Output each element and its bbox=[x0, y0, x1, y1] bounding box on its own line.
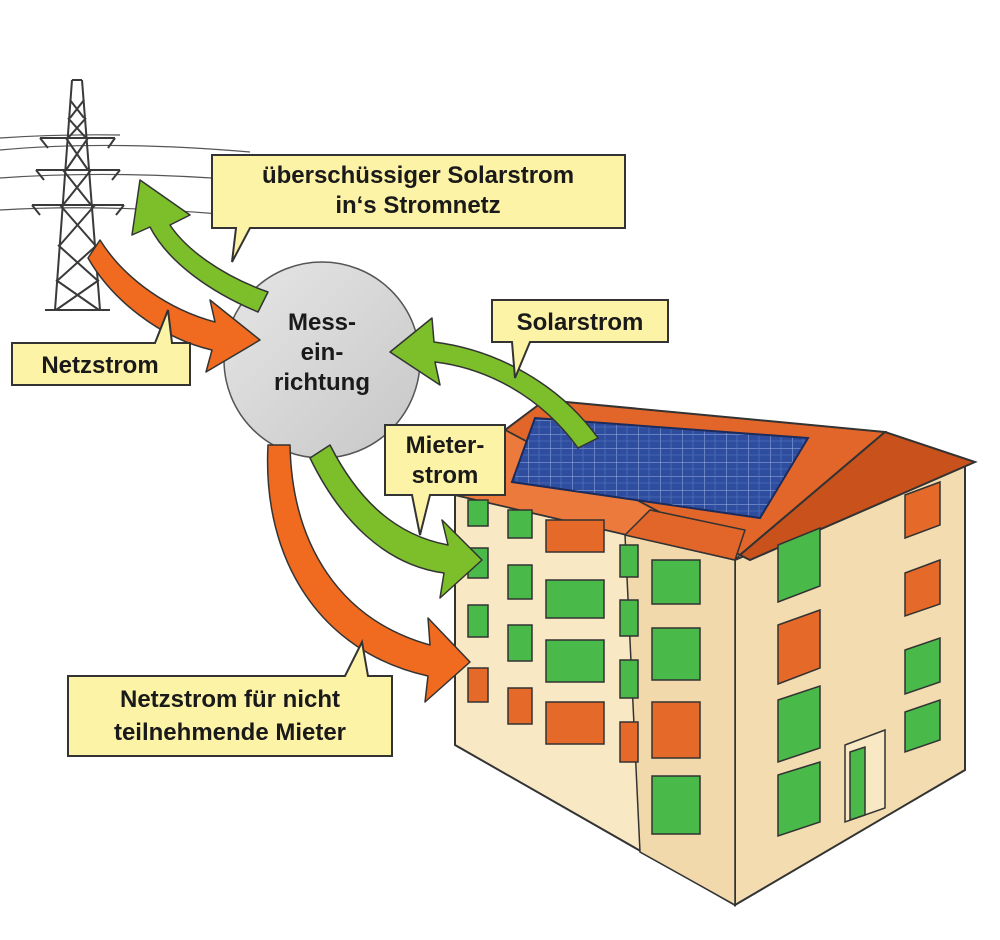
power-lines bbox=[0, 134, 251, 215]
side-windows bbox=[777, 480, 941, 838]
nonparticipant-power-arrow bbox=[266, 444, 471, 703]
surplus-solar-arrow bbox=[131, 179, 269, 313]
grid-label: Netzstrom bbox=[41, 352, 158, 379]
nonparticipant-label-line-2: teilnehmende Mieter bbox=[114, 719, 346, 746]
grid-power-arrow bbox=[87, 239, 261, 373]
apartment-building bbox=[453, 398, 978, 907]
tenant-label-line-2: strom bbox=[412, 462, 479, 489]
nonparticipant-label-line-1: Netzstrom für nicht bbox=[120, 686, 340, 713]
meter-label-line-2: ein- bbox=[301, 339, 344, 366]
meter-label-line-3: richtung bbox=[274, 369, 370, 396]
tenant-label-line-1: Mieter- bbox=[406, 432, 485, 459]
solar-label: Solarstrom bbox=[517, 309, 644, 336]
meter-label-line-1: Mess- bbox=[288, 309, 356, 336]
callout-tenant: Mieter- strom bbox=[384, 424, 506, 536]
tenant-power-arrow bbox=[309, 444, 483, 599]
solar-power-arrow bbox=[389, 317, 599, 449]
callout-grid: Netzstrom bbox=[11, 309, 191, 386]
callout-surplus: überschüssiger Solarstrom in‘s Stromnetz bbox=[211, 154, 626, 263]
callout-nonparticipant: Netzstrom für nicht teilnehmende Mieter bbox=[67, 638, 393, 757]
surplus-label-line-1: überschüssiger Solarstrom bbox=[262, 162, 574, 189]
flow-arrows bbox=[87, 179, 599, 703]
transmission-tower-icon bbox=[31, 79, 125, 311]
surplus-label-line-2: in‘s Stromnetz bbox=[335, 192, 500, 219]
callout-solar: Solarstrom bbox=[491, 299, 669, 379]
